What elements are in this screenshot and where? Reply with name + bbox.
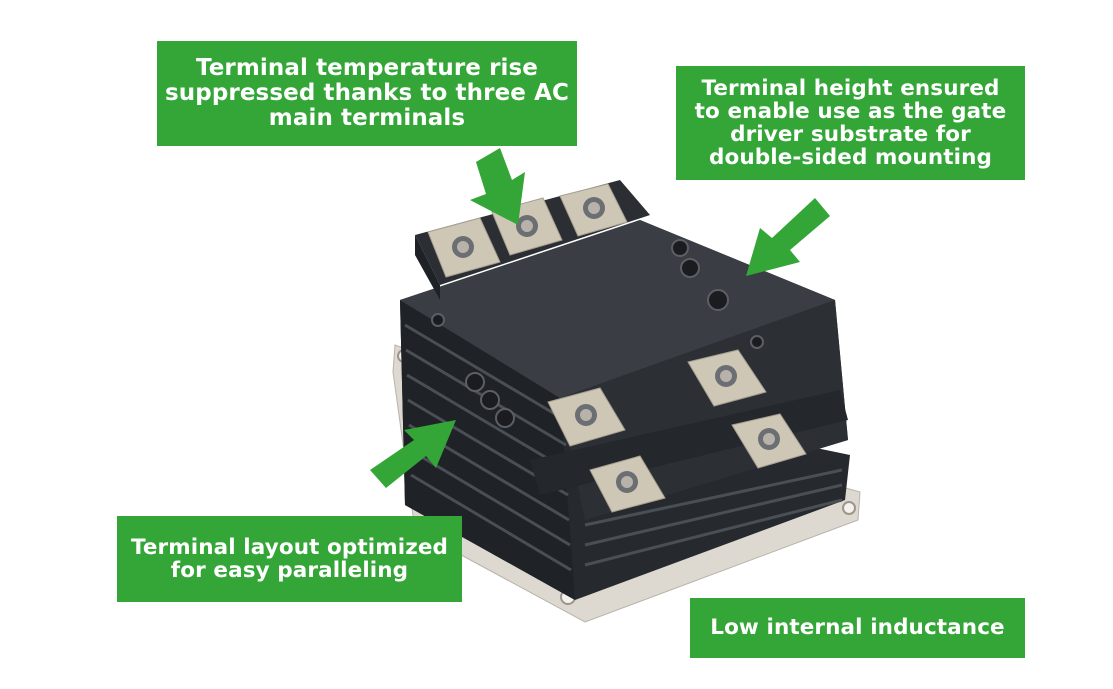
auxiliary-terminals <box>431 239 764 428</box>
callout-text: Low internal inductance <box>710 615 1005 641</box>
terminal <box>559 183 628 237</box>
terminal <box>427 217 501 278</box>
arrow-down-right-icon <box>470 148 525 225</box>
terminal <box>687 349 767 407</box>
callout-text: Terminal layout optimized for easy paral… <box>130 534 449 583</box>
callout-terminal-temperature: Terminal temperature rise suppressed tha… <box>157 41 577 146</box>
callout-text: Terminal height ensured to enable use as… <box>694 75 1007 171</box>
callout-low-inductance: Low internal inductance <box>690 598 1025 658</box>
callout-terminal-height: Terminal height ensured to enable use as… <box>676 66 1025 180</box>
arrow-up-right-icon <box>370 420 456 488</box>
terminal <box>731 413 807 469</box>
callout-text: Terminal temperature rise suppressed tha… <box>165 55 569 131</box>
arrow-down-left-icon <box>746 198 830 276</box>
terminal <box>547 387 626 447</box>
terminal <box>589 455 666 513</box>
main-terminals <box>427 183 807 513</box>
callout-terminal-layout: Terminal layout optimized for easy paral… <box>117 516 462 602</box>
